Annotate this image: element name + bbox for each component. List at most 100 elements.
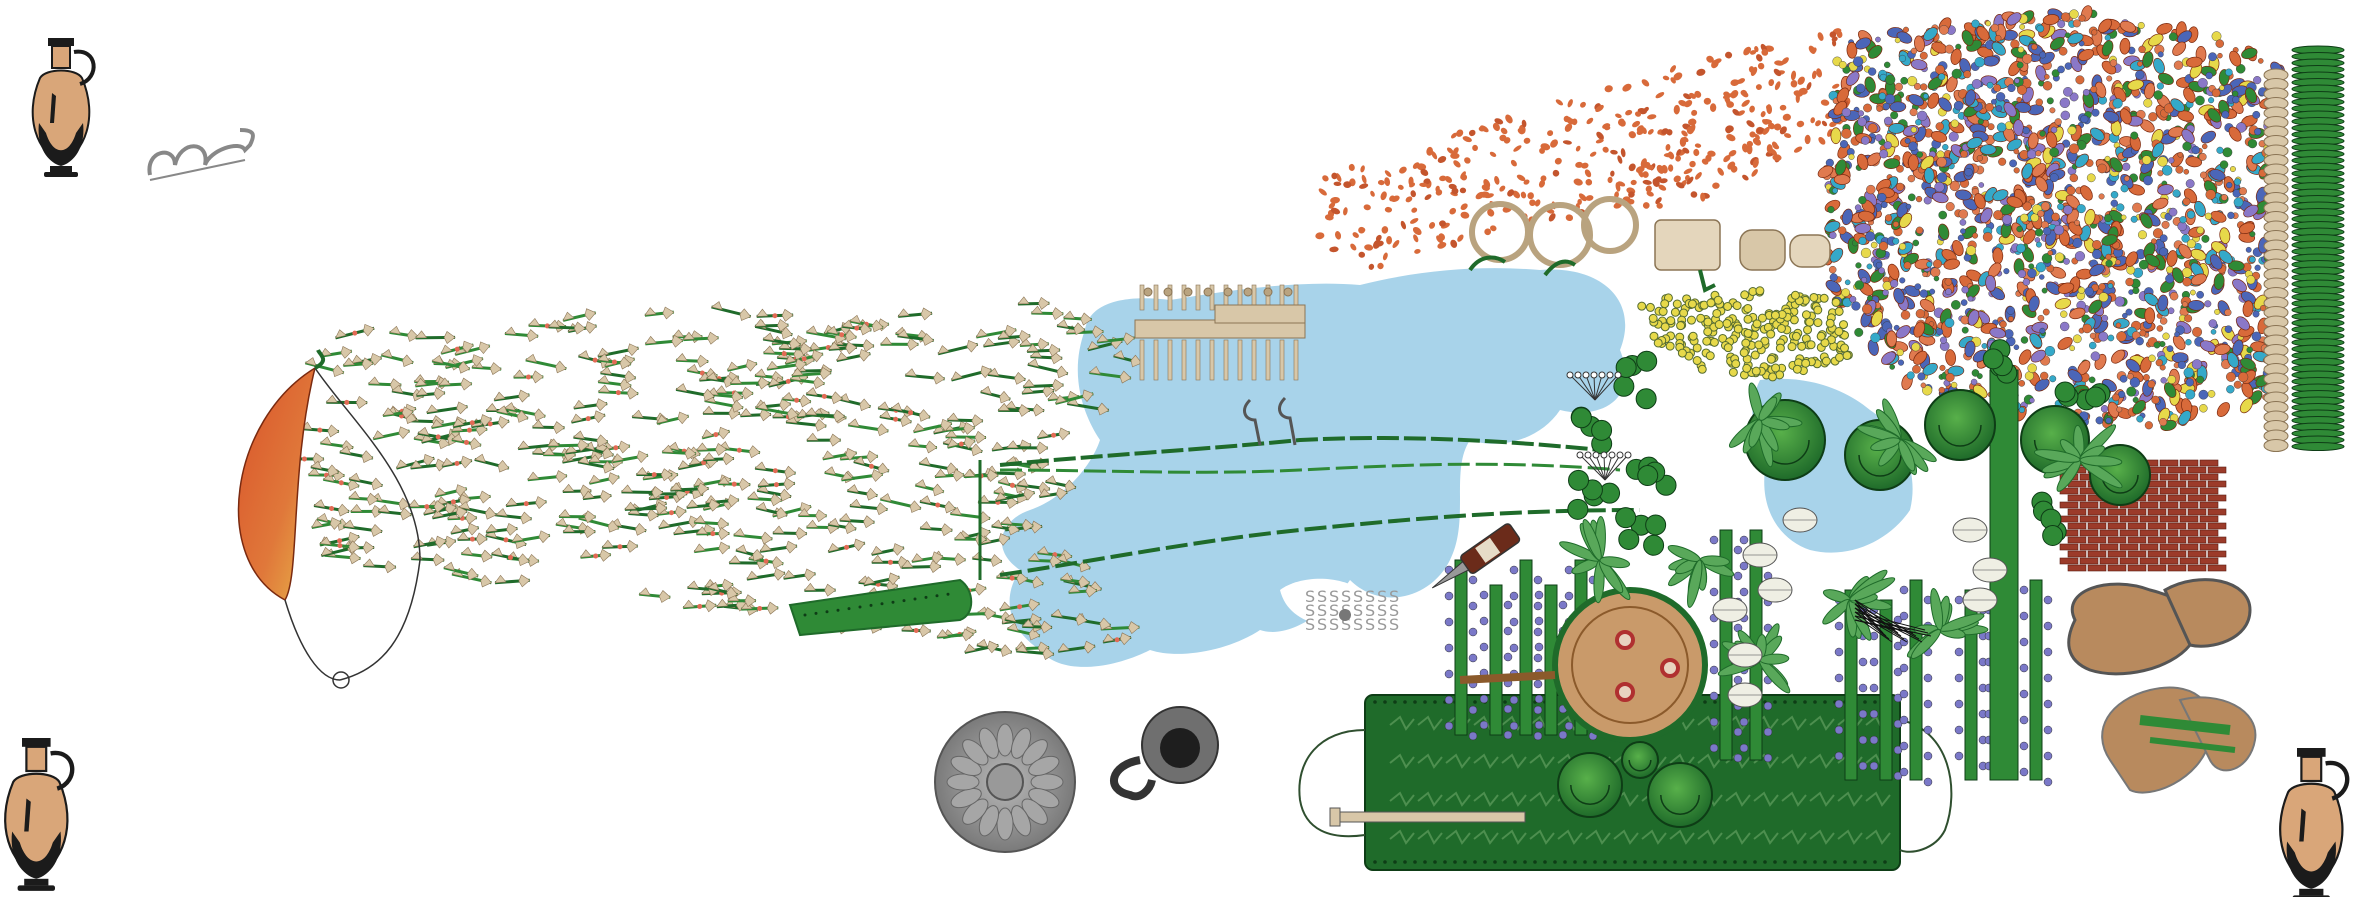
bead-icon (1499, 134, 1507, 142)
bead-icon (1607, 176, 1613, 184)
bead-icon (1527, 192, 1534, 200)
arrow-icon (682, 599, 717, 613)
bead-icon (2190, 289, 2196, 296)
bead-icon (1678, 100, 1688, 107)
bead-icon (1702, 336, 1712, 346)
bead-icon (2233, 197, 2244, 208)
bead-icon (1529, 199, 1536, 207)
bead-icon (2105, 417, 2112, 424)
bead-icon (2109, 59, 2118, 67)
bead-icon (2204, 300, 2212, 308)
bead-icon (2160, 377, 2167, 384)
bead-icon (1945, 372, 1955, 382)
bead-icon (2199, 404, 2208, 413)
bead-icon (1512, 190, 1521, 199)
bead-icon (1616, 181, 1624, 186)
bead-icon (1655, 197, 1662, 205)
bead-icon (1589, 151, 1597, 157)
bead-icon (1791, 331, 1801, 341)
bead-icon (1660, 322, 1670, 332)
bead-icon (1686, 315, 1696, 325)
arrow-icon (914, 479, 945, 497)
bead-icon (1945, 288, 1952, 296)
arrow-icon (588, 472, 620, 485)
bead-icon (1670, 307, 1680, 317)
bead-icon (1860, 247, 1872, 259)
shield-icon (1552, 587, 1708, 743)
bead-icon (1963, 70, 1972, 79)
bead-icon (1437, 242, 1447, 249)
bead-icon (2115, 259, 2121, 266)
bead-icon (1683, 136, 1689, 143)
bead-icon (1516, 174, 1526, 181)
bead-icon (1364, 244, 1374, 251)
bead-icon (2196, 290, 2204, 299)
bead-icon (1915, 119, 1922, 126)
bead-icon (2008, 316, 2014, 322)
bead-icon (1595, 138, 1604, 144)
bead-icon (2182, 277, 2192, 287)
bead-icon (2037, 314, 2045, 322)
bead-icon (1507, 189, 1515, 197)
bead-icon (1922, 271, 1928, 278)
bead-icon (1672, 299, 1682, 309)
bead-icon (1827, 206, 1835, 214)
bead-icon (1437, 156, 1447, 164)
bead-icon (1755, 286, 1765, 296)
bead-icon (2191, 145, 2200, 155)
bead-icon (1523, 137, 1531, 144)
bead-icon (2151, 238, 2157, 245)
bead-icon (1752, 158, 1759, 168)
bead-icon (2104, 214, 2113, 223)
arrow-icon (822, 447, 858, 461)
bead-icon (1855, 262, 1862, 269)
bead-icon (1697, 364, 1707, 374)
bead-icon (2238, 187, 2247, 196)
bead-icon (2040, 371, 2049, 381)
bead-icon (2019, 213, 2029, 223)
bead-icon (1689, 124, 1696, 134)
bead-icon (1520, 191, 1527, 199)
bead-icon (1565, 214, 1574, 222)
bead-icon (2026, 149, 2037, 159)
arrow-icon (570, 410, 606, 424)
bead-icon (1920, 83, 1928, 91)
bead-icon (2177, 151, 2184, 158)
bead-icon (2169, 291, 2179, 301)
bead-icon (2090, 351, 2101, 361)
bead-icon (1420, 168, 1429, 177)
bead-icon (2088, 376, 2096, 384)
bead-icon (1957, 234, 1965, 242)
bead-icon (1732, 109, 1740, 116)
bead-icon (2046, 97, 2054, 105)
arrow-icon (644, 306, 675, 320)
bead-icon (1673, 175, 1681, 183)
bead-icon (1886, 330, 1897, 348)
bead-icon (1865, 231, 1876, 242)
arrow-icon (527, 317, 567, 333)
arrow-icon (300, 421, 340, 438)
bead-icon (2120, 184, 2129, 193)
arrow-icon (460, 546, 493, 563)
bead-icon (1350, 243, 1357, 251)
bead-icon (1907, 174, 1916, 183)
bead-icon (1370, 190, 1375, 197)
bead-icon (1940, 336, 1948, 344)
bead-icon (1581, 162, 1589, 169)
bead-icon (2049, 147, 2059, 158)
bead-icon (2119, 375, 2128, 383)
bead-icon (1575, 145, 1581, 152)
bead-icon (2019, 23, 2025, 30)
bead-icon (1978, 182, 1985, 188)
bead-icon (1669, 65, 1677, 73)
bead-icon (1722, 93, 1733, 99)
bead-icon (1885, 74, 1896, 85)
bead-icon (1762, 126, 1770, 135)
bead-icon (2132, 202, 2143, 213)
bead-icon (1937, 172, 1948, 183)
bead-icon (1790, 290, 1800, 300)
arrow-icon (919, 495, 956, 514)
bead-icon (1878, 92, 1887, 100)
bead-icon (1848, 153, 1855, 160)
bead-icon (2168, 157, 2175, 164)
